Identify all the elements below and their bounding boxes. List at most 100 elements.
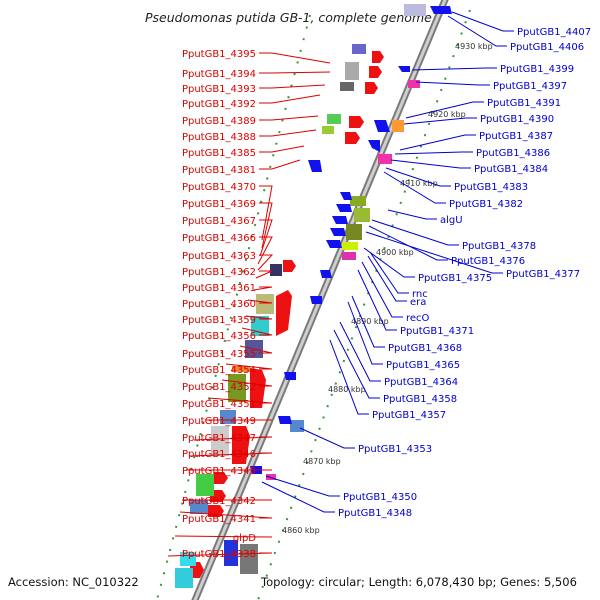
gene-label-right: rnc bbox=[412, 289, 428, 300]
gene-arrow bbox=[276, 290, 292, 336]
leader-line bbox=[259, 145, 305, 153]
gene-label-right: PputGB1_4364 bbox=[384, 377, 458, 388]
leader-line bbox=[405, 101, 484, 119]
gene-label-right: PputGB1_4384 bbox=[474, 164, 548, 175]
feature-block bbox=[392, 120, 404, 132]
gene-label-left: PputGB1_4392 bbox=[182, 99, 256, 110]
left-leader-lines bbox=[167, 52, 331, 557]
gene-arrow bbox=[278, 416, 292, 424]
gene-label-right: PputGB1_4390 bbox=[480, 114, 554, 125]
leader-line bbox=[369, 251, 409, 294]
tick-labels: 4930 kbp 4920 kbp 4910 kbp 4900 kbp 4890… bbox=[282, 42, 493, 535]
leader-line bbox=[179, 511, 273, 519]
gene-label-right: PputGB1_4386 bbox=[476, 148, 550, 159]
feature-block bbox=[232, 366, 250, 372]
leader-line bbox=[259, 159, 301, 170]
leader-line bbox=[351, 295, 385, 348]
gene-label-left: PputGB1_4394 bbox=[182, 69, 256, 80]
gene-label-left: PputGB1_4389 bbox=[182, 116, 256, 127]
gene-label-right: PputGB1_4399 bbox=[500, 64, 574, 75]
gene-arrow bbox=[430, 6, 452, 14]
gene-label-left: PputGB1_4367 bbox=[182, 216, 256, 227]
leader-line bbox=[174, 535, 273, 538]
leader-line bbox=[193, 436, 273, 441]
leader-line bbox=[415, 81, 490, 86]
tick-label: 4930 kbp bbox=[455, 42, 493, 51]
leader-line bbox=[383, 171, 446, 204]
gene-arrow bbox=[368, 140, 380, 152]
gene-arrow bbox=[330, 228, 346, 236]
gene-arrow bbox=[369, 66, 382, 78]
gene-label-right: PputGB1_4365 bbox=[386, 360, 460, 371]
leader-line bbox=[339, 321, 381, 382]
leader-line bbox=[259, 115, 319, 121]
gene-label-right: PputGB1_4376 bbox=[451, 256, 525, 267]
feature-block bbox=[404, 4, 426, 16]
leader-line bbox=[253, 286, 273, 291]
gene-label-right: algU bbox=[440, 215, 463, 226]
leader-line bbox=[367, 255, 407, 302]
gene-label-right: recO bbox=[406, 313, 430, 324]
feature-block bbox=[290, 420, 304, 432]
leader-line bbox=[299, 427, 355, 449]
gene-label-left: PputGB1_4351 bbox=[182, 399, 256, 410]
gene-arrow bbox=[349, 116, 364, 128]
gene-label-left: PputGB1_4359 bbox=[182, 315, 256, 326]
feature-block bbox=[378, 154, 392, 164]
gene-label-left: PputGB1_4356 bbox=[182, 331, 256, 342]
gene-label-left: PputGB1_4360 bbox=[182, 299, 256, 310]
leader-line bbox=[357, 269, 397, 331]
gene-arrow bbox=[398, 66, 410, 72]
gene-label-left: PputGB1_4369 bbox=[182, 199, 256, 210]
leader-line bbox=[189, 452, 273, 457]
tick-label: 4910 kbp bbox=[400, 179, 438, 188]
leader-line bbox=[259, 219, 273, 257]
leader-line bbox=[261, 481, 335, 513]
gene-label-left: PputGB1_4354 bbox=[182, 365, 256, 376]
gene-label-left: PputGB1_4366 bbox=[182, 233, 256, 244]
feature-block bbox=[224, 540, 238, 566]
feature-block bbox=[350, 196, 366, 206]
feature-block bbox=[346, 224, 362, 240]
topology-text: Topology: circular; Length: 6,078,430 bp… bbox=[260, 575, 577, 589]
right-gene-labels: PputGB1_4407PputGB1_4406PputGB1_4399Pput… bbox=[338, 27, 591, 519]
leader-line bbox=[333, 329, 380, 399]
leader-line bbox=[207, 397, 273, 404]
gene-arrow bbox=[372, 51, 384, 63]
gene-arrow bbox=[284, 372, 296, 380]
leader-line bbox=[368, 225, 448, 261]
tick-label: 4870 kbp bbox=[303, 457, 341, 466]
gene-arrow bbox=[365, 82, 378, 94]
leader-line bbox=[259, 71, 331, 74]
gene-arrow bbox=[332, 216, 348, 224]
tick-label: 4900 kbp bbox=[376, 248, 414, 257]
gene-label-left: PputGB1_4381 bbox=[182, 165, 256, 176]
feature-block bbox=[266, 474, 276, 480]
leader-line bbox=[259, 52, 331, 64]
leader-line bbox=[255, 270, 273, 279]
gene-label-right: PputGB1_4387 bbox=[479, 131, 553, 142]
gene-arrow bbox=[308, 160, 322, 172]
gene-arrow bbox=[336, 204, 352, 212]
gene-label-left: PputGB1_4355 bbox=[182, 349, 256, 360]
gene-label-right: PputGB1_4358 bbox=[383, 394, 457, 405]
genome-title: Pseudomonas putida GB-1, complete genome bbox=[145, 10, 432, 25]
gene-label-right: PputGB1_4375 bbox=[418, 273, 492, 284]
gene-label-left: PputGB1_4352 bbox=[182, 382, 256, 393]
gene-label-left: PputGB1_4370 bbox=[182, 182, 256, 193]
gene-label-right: PputGB1_4407 bbox=[517, 27, 591, 38]
gene-label-left: PputGB1_4388 bbox=[182, 132, 256, 143]
leader-line bbox=[265, 475, 340, 497]
leader-line bbox=[451, 11, 514, 32]
feature-block bbox=[190, 500, 208, 514]
gene-label-left: PputGB1_4393 bbox=[182, 84, 256, 95]
gene-label-right: PputGB1_4377 bbox=[506, 269, 580, 280]
right-leader-lines bbox=[261, 11, 514, 513]
leader-line bbox=[387, 209, 437, 220]
gene-label-left: PputGB1_4362 bbox=[182, 267, 256, 278]
gene-label-left: PputGB1_4395 bbox=[182, 49, 256, 60]
leader-line bbox=[365, 231, 503, 274]
feature-block bbox=[342, 252, 356, 260]
gene-label-right: PputGB1_4391 bbox=[487, 98, 561, 109]
feature-block bbox=[345, 62, 359, 80]
